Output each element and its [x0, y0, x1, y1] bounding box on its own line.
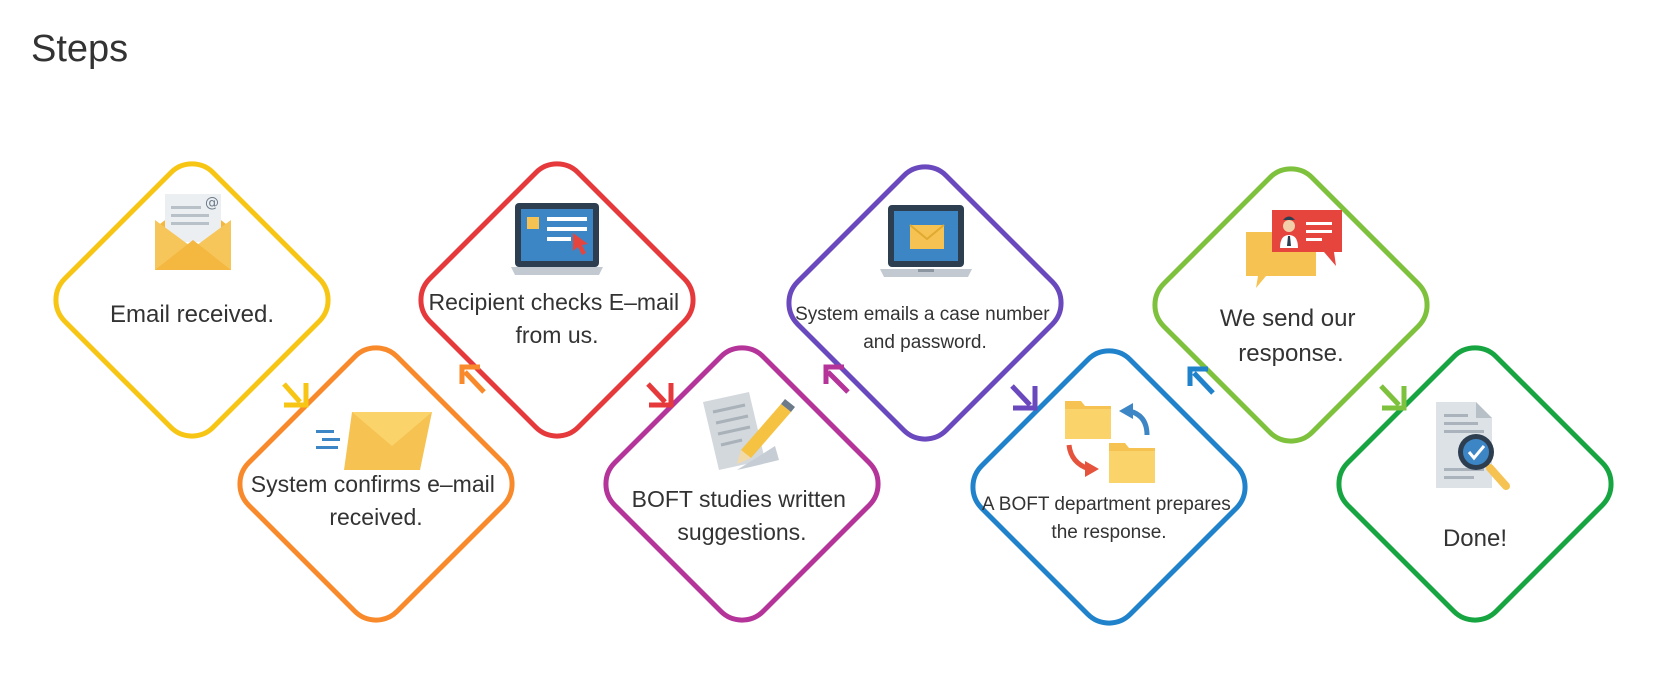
step-3-diamond: [418, 161, 696, 439]
step-2-diamond: [237, 345, 515, 623]
arrow-2-to-3: [459, 364, 486, 394]
step-4-label: BOFT studies written suggestions.: [632, 486, 853, 545]
step-8-label: Done!: [1443, 525, 1507, 552]
arrow-1-to-2: [282, 382, 309, 408]
step-3: Recipient checks E–mail from us.: [418, 161, 696, 439]
arrow-6-to-7: [1187, 366, 1215, 395]
envelope-sending-icon: [316, 412, 432, 470]
chat-bubbles-icon: [1246, 210, 1342, 288]
document-pencil-icon: [703, 392, 795, 470]
arrow-5-to-6: [1010, 384, 1038, 411]
step-2: System confirms e–mail received.: [237, 345, 515, 623]
step-8: Done!: [1336, 345, 1614, 623]
step-6-label: A BOFT department prepares the response.: [982, 494, 1236, 543]
document-magnifier-icon: [1436, 402, 1510, 490]
step-5: System emails a case number and password…: [786, 164, 1064, 442]
step-4: BOFT studies written suggestions.: [603, 345, 881, 623]
step-7: We send our response.: [1152, 166, 1430, 444]
step-1: @ Email received.: [53, 161, 331, 439]
step-7-label: We send our response.: [1220, 305, 1362, 367]
step-5-label: System emails a case number and password…: [795, 304, 1055, 353]
step-6-diamond: [970, 348, 1248, 626]
step-3-label: Recipient checks E–mail from us.: [429, 289, 686, 348]
step-5-diamond: [786, 164, 1064, 442]
step-1-label: Email received.: [110, 301, 274, 328]
envelope-open-icon: @: [155, 194, 231, 270]
laptop-cursor-icon: [511, 203, 603, 275]
step-2-label: System confirms e–mail received.: [251, 471, 502, 530]
arrow-3-to-4: [646, 382, 674, 408]
page-title: Steps: [31, 28, 129, 70]
step-1-diamond: [53, 161, 331, 439]
step-6: A BOFT department prepares the response.: [970, 348, 1248, 626]
arrow-7-to-8: [1379, 384, 1407, 411]
step-4-diamond: [603, 345, 881, 623]
svg-text:@: @: [205, 195, 219, 211]
folder-transfer-icon: [1065, 401, 1155, 483]
step-7-diamond: [1152, 166, 1430, 444]
laptop-mail-icon: [880, 205, 972, 277]
arrow-4-to-5: [823, 364, 850, 394]
